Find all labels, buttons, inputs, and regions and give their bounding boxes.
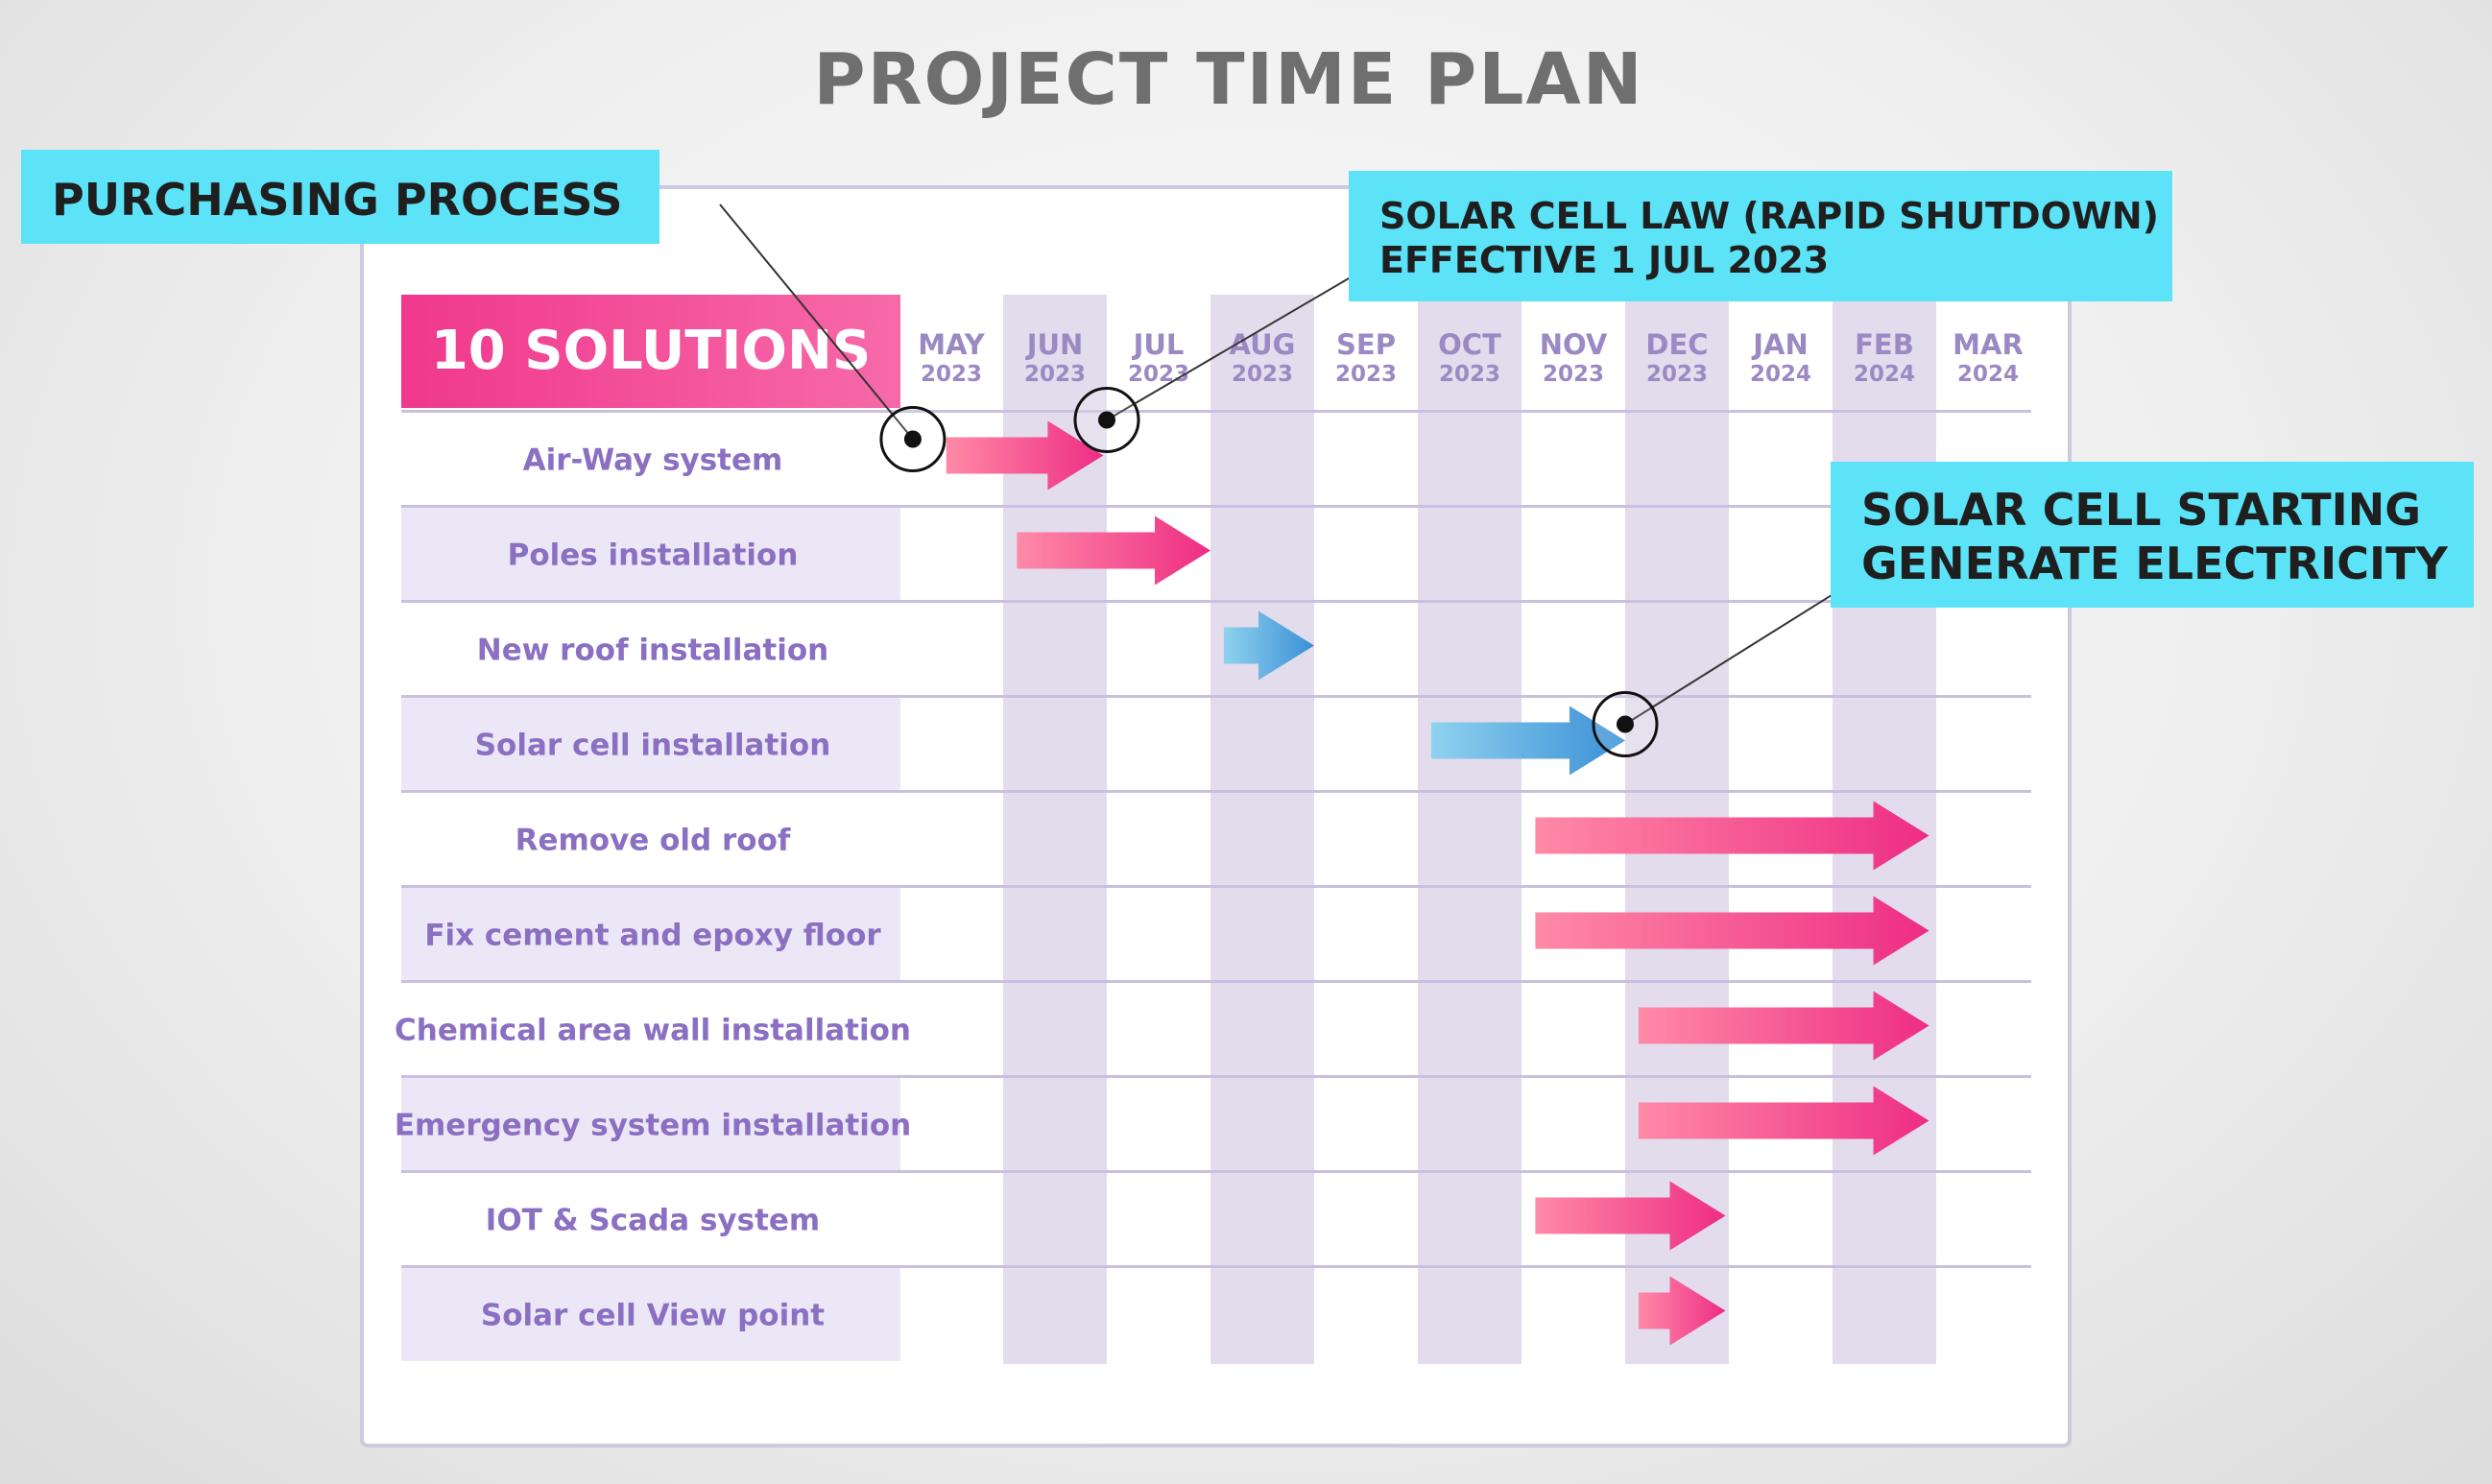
month-tick-label: JUL <box>1132 328 1185 361</box>
row-divider <box>401 1170 2031 1173</box>
solar-cell-generate-callout: SOLAR CELL STARTING GENERATE ELECTRICITY <box>1831 462 2474 608</box>
month-tick-label: SEP <box>1336 328 1396 361</box>
year-tick-label: 2023 <box>1646 362 1708 387</box>
solutions-header-label: 10 SOLUTIONS <box>431 320 871 382</box>
purchasing-process-callout: PURCHASING PROCESS <box>21 150 659 244</box>
row-label-bg <box>401 1076 900 1171</box>
year-tick-label: 2024 <box>1750 362 1811 387</box>
task-bar-arrow <box>1638 991 1929 1061</box>
month-tick-label: AUG <box>1230 328 1296 361</box>
row-label-bg <box>401 981 900 1076</box>
callout-leader-line <box>1106 277 1350 421</box>
task-label: Emergency system installation <box>395 1109 911 1143</box>
solutions-header-block <box>401 295 900 408</box>
month-tick-label: JAN <box>1751 328 1809 361</box>
month-column-shade <box>1210 295 1314 1364</box>
row-divider <box>401 980 2031 983</box>
task-label: New roof installation <box>477 634 828 668</box>
task-bar-arrow <box>1638 1086 1929 1156</box>
task-label: Chemical area wall installation <box>395 1014 911 1048</box>
year-tick-label: 2024 <box>1957 362 2019 387</box>
task-label: Fix cement and epoxy floor <box>424 919 881 953</box>
solar-cell-law-line-1: SOLAR CELL LAW (RAPID SHUTDOWN) <box>1379 195 2160 237</box>
task-bar-arrow <box>1535 801 1929 871</box>
solar-cell-generate-line-1: SOLAR CELL STARTING <box>1861 484 2422 536</box>
row-divider <box>401 505 2031 508</box>
year-tick-label: 2024 <box>1854 362 1915 387</box>
task-bar-arrow <box>1223 610 1314 681</box>
page-title: PROJECT TIME PLAN <box>813 38 1644 121</box>
month-tick-label: NOV <box>1540 328 1608 361</box>
solar-cell-generate-line-2: GENERATE ELECTRICITY <box>1861 538 2448 589</box>
row-label-bg <box>401 1266 900 1361</box>
year-tick-label: 2023 <box>921 362 982 387</box>
year-tick-label: 2023 <box>1439 362 1500 387</box>
month-column-shade <box>1418 295 1522 1364</box>
row-label-bg <box>401 1171 900 1266</box>
callout-leader-line <box>1624 594 1833 726</box>
year-tick-label: 2023 <box>1128 362 1189 387</box>
task-bar-arrow <box>1430 706 1625 776</box>
task-bar-arrow <box>1535 1181 1726 1251</box>
row-divider <box>401 695 2031 698</box>
task-bar-arrow <box>946 420 1104 491</box>
task-label: Solar cell View point <box>481 1299 825 1333</box>
year-tick-label: 2023 <box>1024 362 1086 387</box>
row-label-bg <box>401 506 900 601</box>
task-bar-arrow <box>1017 515 1210 586</box>
milestone-dot <box>903 430 922 448</box>
task-label: Solar cell installation <box>475 729 831 763</box>
row-divider <box>401 410 2031 413</box>
month-tick-label: DEC <box>1645 328 1708 361</box>
row-divider <box>401 1265 2031 1268</box>
month-tick-label: MAY <box>918 328 986 361</box>
row-divider <box>401 600 2031 603</box>
year-tick-label: 2023 <box>1543 362 1604 387</box>
task-label: Remove old roof <box>515 824 791 858</box>
row-label-bg <box>401 696 900 791</box>
row-label-bg <box>401 791 900 886</box>
callout-leader-line <box>719 203 914 441</box>
row-label-bg <box>401 886 900 981</box>
month-tick-label: FEB <box>1855 328 1914 361</box>
row-label-bg <box>401 411 900 506</box>
solar-cell-law-line-2: EFFECTIVE 1 JUL 2023 <box>1379 239 1830 281</box>
year-tick-label: 2023 <box>1335 362 1397 387</box>
month-tick-label: OCT <box>1438 328 1501 361</box>
month-tick-label: MAR <box>1953 328 2024 361</box>
task-label: IOT & Scada system <box>486 1204 820 1238</box>
milestone-dot <box>1617 715 1634 733</box>
milestone-dot <box>1098 411 1115 429</box>
task-bar-arrow <box>1535 896 1929 966</box>
solar-cell-law-callout: SOLAR CELL LAW (RAPID SHUTDOWN) EFFECTIV… <box>1349 171 2172 301</box>
purchasing-process-text: PURCHASING PROCESS <box>52 174 623 226</box>
row-divider <box>401 790 2031 793</box>
month-tick-label: JUN <box>1025 328 1084 361</box>
task-bar-arrow <box>1638 1276 1726 1346</box>
task-label: Poles installation <box>508 539 799 573</box>
task-label: Air-Way system <box>523 443 783 478</box>
year-tick-label: 2023 <box>1232 362 1293 387</box>
row-divider <box>401 1075 2031 1078</box>
row-divider <box>401 885 2031 888</box>
row-label-bg <box>401 601 900 696</box>
